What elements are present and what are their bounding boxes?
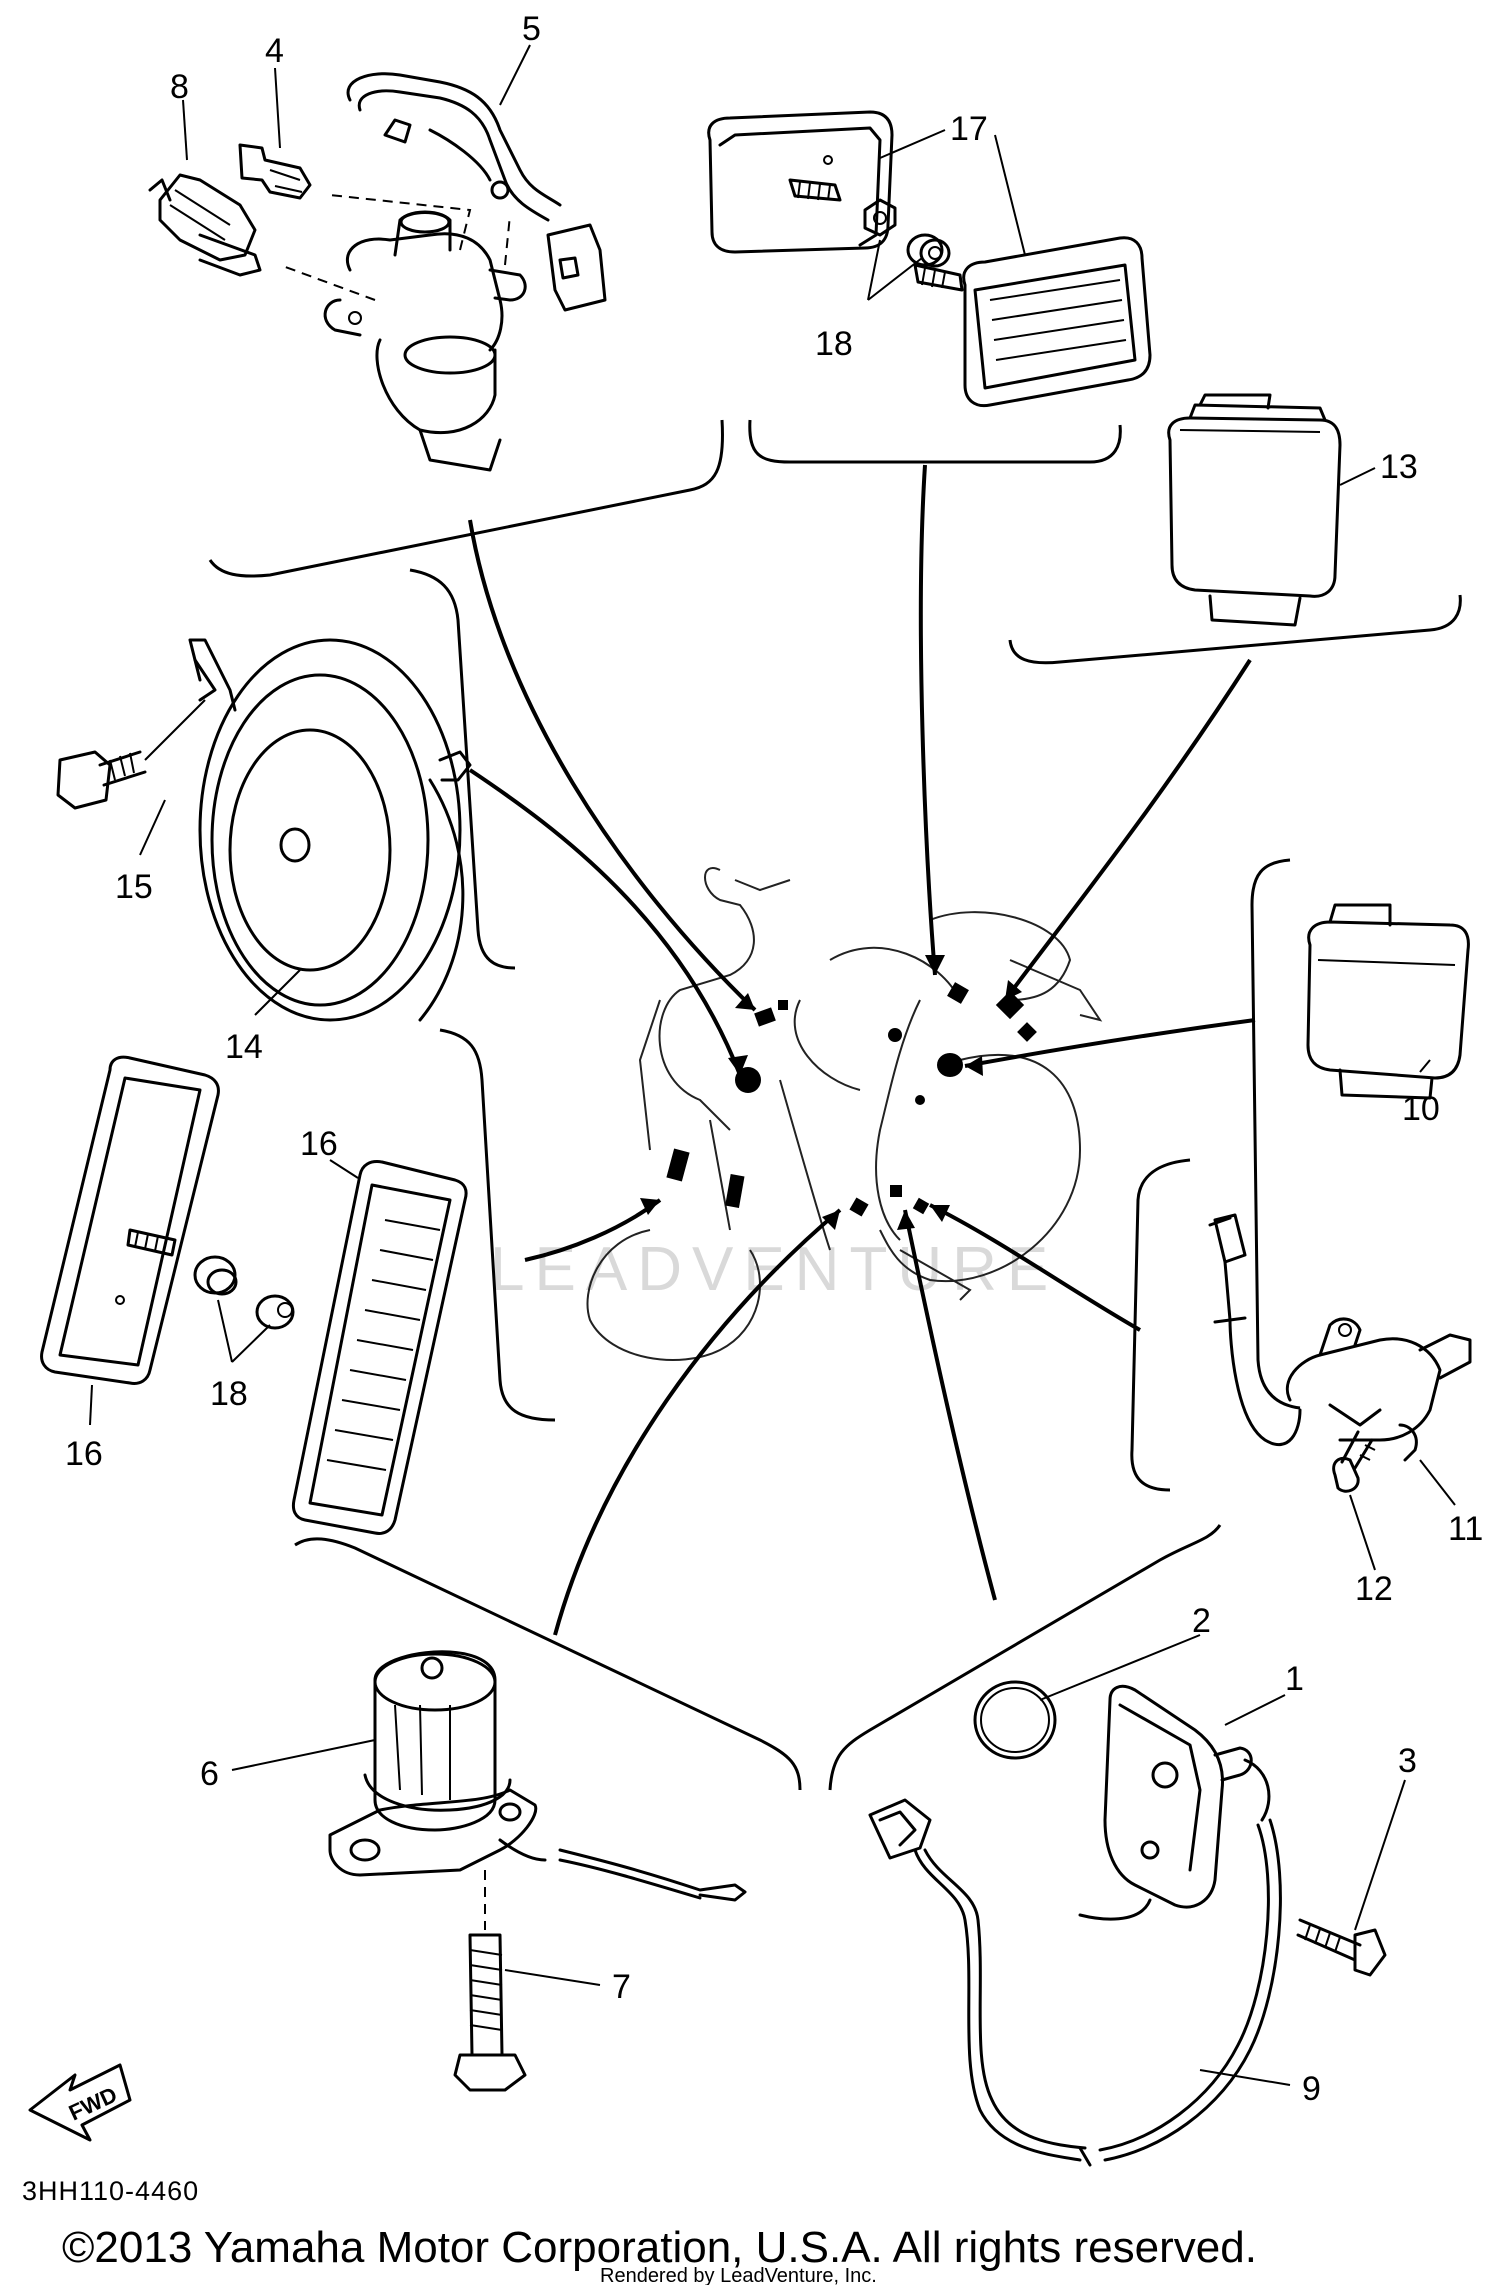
part-17-reflector-rear-top [707,110,894,254]
rendered-by-text: Rendered by LeadVenture, Inc. [600,2265,877,2285]
callout-16-right: 16 [300,1125,338,1163]
part-18-nuts-top [863,198,951,268]
watermark: LEADVENTURE [490,1235,1058,1304]
group-leader-arrows [468,464,1256,1636]
part-16-reflector-left [40,1055,220,1385]
callout-7: 7 [612,1968,631,2006]
part-1-sensor [1103,1684,1253,1909]
part-18-nuts-left [193,1255,295,1330]
group-brackets [208,419,1462,1791]
part-16-reflector-right [291,1160,468,1535]
copyright-text: ©2013 Yamaha Motor Corporation, U.S.A. A… [62,2223,1257,2272]
callout-18-top: 18 [815,325,853,363]
callout-13: 13 [1380,448,1418,486]
connection-points [666,982,1037,1217]
part-6-solenoid [328,1650,747,1930]
callout-12: 12 [1355,1570,1393,1608]
part-3-screw [1296,1918,1387,1977]
part-12-screw [1332,1430,1376,1493]
part-7-bolt [453,1933,527,2092]
callout-9: 9 [1302,2070,1321,2108]
part-4-sensor [238,143,312,200]
watermark-text: LEADVENTURE [490,1235,1058,1304]
callout-11: 11 [1448,1510,1483,1548]
part-5-harness [346,72,607,312]
callout-labels: 1 2 3 4 5 6 7 8 9 10 11 12 13 14 15 16 1… [65,10,1483,2108]
part-9-wire [868,1758,1282,2167]
callout-8: 8 [170,68,189,106]
callout-10: 10 [1402,1090,1440,1128]
part-8-thermo-unit [148,173,262,277]
callout-2: 2 [1192,1602,1211,1640]
diagram-code: 3HH110-4460 [22,2176,199,2206]
part-14-horn [188,638,472,1022]
part-15-bolt [56,699,206,810]
thermo-switch-group [279,194,527,472]
part-17-reflector-front-top [913,236,1152,408]
part-10-relay [1306,903,1470,1100]
callout-18-left: 18 [210,1375,248,1413]
callout-3: 3 [1398,1742,1417,1780]
center-vehicle-outline [586,867,1103,1361]
callout-16-left: 16 [65,1435,103,1473]
callout-leaders [89,44,1456,2086]
callout-17: 17 [950,110,988,148]
callout-1: 1 [1285,1660,1304,1698]
part-13-relay [1167,393,1342,627]
part-11-sensor [1208,1213,1472,1462]
callout-6: 6 [200,1755,219,1793]
fwd-arrow: FWD [28,2063,132,2142]
callout-14: 14 [225,1028,263,1066]
callout-5: 5 [522,10,541,48]
part-2-o-ring [973,1680,1057,1760]
callout-4: 4 [265,32,284,70]
callout-15: 15 [115,868,153,906]
